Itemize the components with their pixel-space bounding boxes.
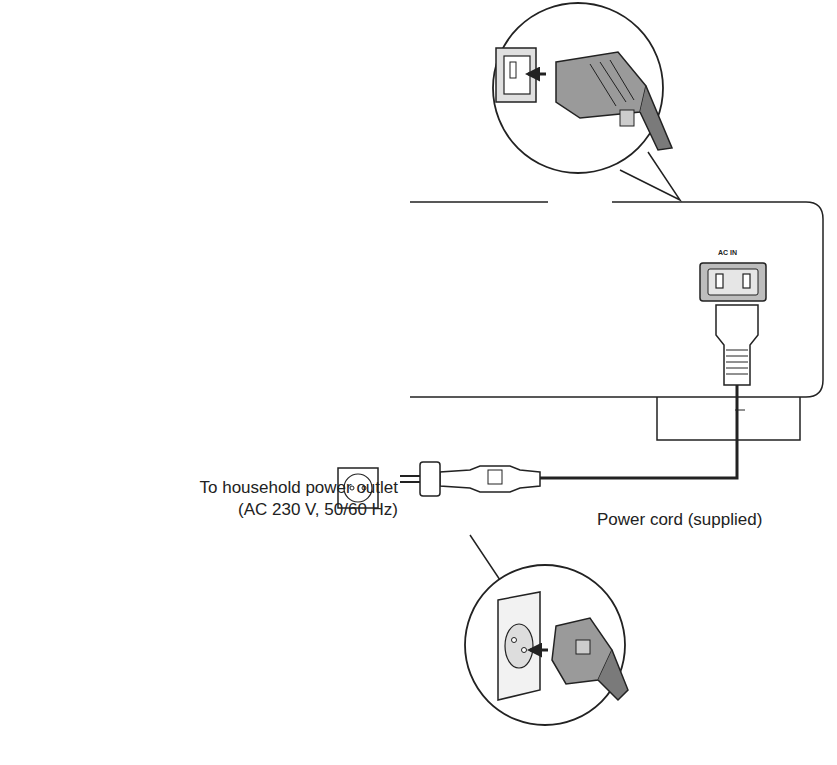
outlet-label: To household power outlet (AC 230 V, 50/… (173, 477, 398, 521)
cord-label: Power cord (supplied) (597, 509, 762, 531)
panel-label: AC IN (718, 248, 737, 257)
